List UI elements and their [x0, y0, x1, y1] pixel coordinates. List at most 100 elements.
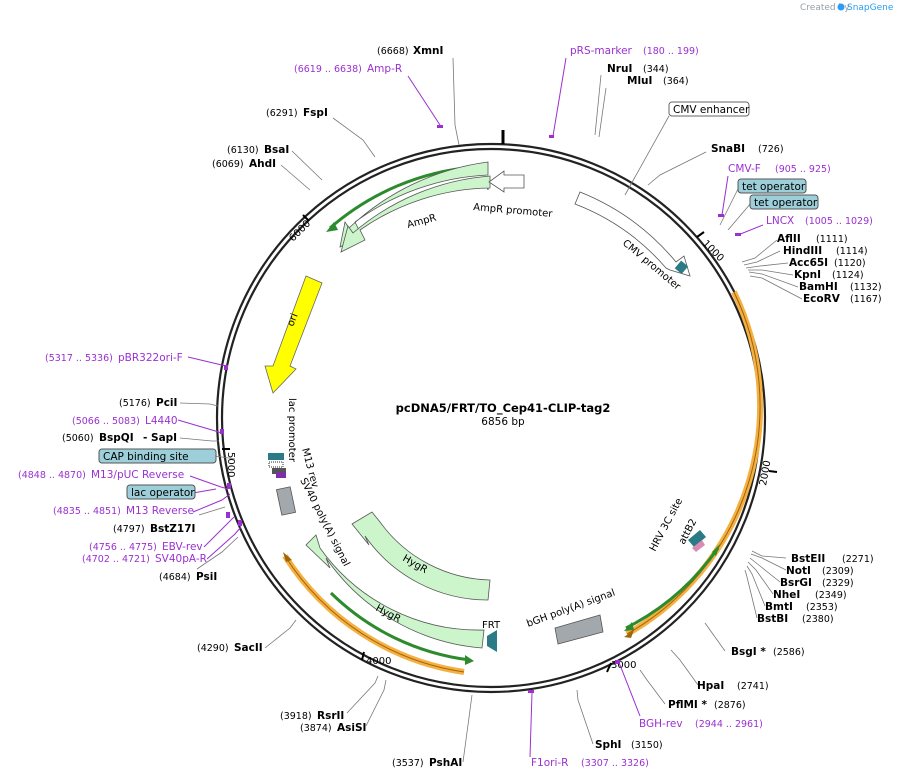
- enzyme-bspqi[interactable]: BspQI: [99, 432, 134, 444]
- enzyme-bsgi[interactable]: BsgI *: [731, 646, 766, 658]
- primer-range-pbr322ori-f: (5317 .. 5336): [45, 353, 113, 364]
- tick-6000: [302, 214, 310, 222]
- enzyme-pos-aflii: (1111): [816, 234, 848, 245]
- enzyme-ecorv[interactable]: EcoRV: [803, 293, 841, 305]
- frt-feature[interactable]: [487, 630, 497, 652]
- enzyme-bamhi[interactable]: BamHI: [799, 281, 838, 293]
- enzyme-asisi[interactable]: AsiSI: [337, 722, 366, 734]
- primer-m13-puc-reverse[interactable]: M13/pUC Reverse: [91, 469, 184, 481]
- enzyme-bsai[interactable]: BsaI: [264, 144, 289, 156]
- enzyme-snabi[interactable]: SnaBI: [711, 143, 745, 155]
- primer-sv40pa-r[interactable]: SV40pA-R: [155, 553, 207, 565]
- tick-label-5000: 5000: [225, 452, 236, 477]
- enzyme-pshai[interactable]: PshAI: [429, 757, 462, 769]
- enzyme-pcii[interactable]: PciI: [156, 397, 177, 409]
- orf-arc-right[interactable]: [625, 290, 764, 637]
- enzyme-acc65i[interactable]: Acc65I: [789, 257, 828, 269]
- enzyme-xmni[interactable]: XmnI: [413, 45, 443, 57]
- enzyme-hpai[interactable]: HpaI: [697, 680, 724, 692]
- primer-range-m13-puc-reverse: (4848 .. 4870): [18, 470, 86, 481]
- primer-pbr322ori-f[interactable]: pBR322ori-F: [118, 352, 183, 364]
- enzyme-bsteii[interactable]: BstEII: [791, 553, 825, 565]
- primer-amp-r[interactable]: Amp-R: [367, 63, 402, 75]
- primer-range-l4440: (5066 .. 5083): [72, 416, 140, 427]
- ampr-feature-body[interactable]: [340, 175, 491, 253]
- created-by-text: Created by: [800, 3, 850, 13]
- enzyme-pos-ecorv: (1167): [850, 294, 882, 305]
- enzyme-pos-psii: (4684): [159, 572, 191, 583]
- primer-ebv-rev[interactable]: EBV-rev: [162, 541, 203, 553]
- tet-operator-box-2[interactable]: [749, 194, 819, 210]
- ampr-label: AmpR: [406, 213, 438, 231]
- cmv-promoter-feature[interactable]: [574, 191, 691, 277]
- ori-label: ori: [286, 312, 301, 328]
- enzyme-ahdi[interactable]: AhdI: [249, 158, 276, 170]
- tet-operator-label-2: tet operator: [754, 197, 818, 209]
- enzyme-bsrgi[interactable]: BsrGI: [780, 577, 812, 589]
- enzyme-pos-asisi: (3874): [300, 723, 332, 734]
- hygr-outer-label: HygR: [374, 603, 403, 625]
- primer-range-bgh-rev: (2944 .. 2961): [695, 719, 763, 730]
- enzyme-pos-fspi: (6291): [266, 108, 298, 119]
- enzyme-sphi[interactable]: SphI: [595, 739, 621, 751]
- primer-f1ori-r[interactable]: F1ori-R: [531, 757, 568, 769]
- hrv3c-label: HRV 3C site: [648, 497, 685, 554]
- cap-binding-site-label: CAP binding site: [103, 451, 189, 463]
- hrv3c-marker: [688, 530, 706, 547]
- snapgene-brand[interactable]: SnapGene: [847, 3, 894, 13]
- green-arc-left[interactable]: [329, 591, 471, 662]
- enzyme-pos-acc65i: (1120): [834, 258, 866, 269]
- sv40-polya-feature[interactable]: [275, 486, 297, 516]
- hygr-feature-inner[interactable]: [351, 511, 491, 601]
- enzyme-hindiii[interactable]: HindIII: [783, 245, 822, 257]
- enzyme-sacii[interactable]: SacII: [234, 642, 263, 654]
- tick-label-2000: 2000: [758, 460, 773, 487]
- enzyme-nhei[interactable]: NheI: [773, 589, 800, 601]
- enzyme-aflii[interactable]: AflII: [777, 233, 801, 245]
- primer-range-sv40pa-r: (4702 .. 4721): [82, 554, 150, 565]
- hygr-feature-outer[interactable]: [305, 534, 485, 649]
- green-arc-right[interactable]: [625, 547, 720, 630]
- enzyme-pos-bspqi: (5060): [62, 433, 94, 444]
- bgh-polya-feature[interactable]: [554, 614, 604, 645]
- cmv-enhancer-box[interactable]: [668, 101, 750, 117]
- primer-l4440[interactable]: L4440: [145, 415, 178, 427]
- primer-range-lncx: (1005 .. 1029): [805, 216, 873, 227]
- primer-lncx[interactable]: LNCX: [766, 215, 794, 227]
- tick-label-4000: 4000: [366, 656, 391, 667]
- enzyme-bmti[interactable]: BmtI: [765, 601, 793, 613]
- enzyme-pos-bsai: (6130): [227, 145, 259, 156]
- lac-operator-box[interactable]: [126, 484, 196, 500]
- enzyme-noti[interactable]: NotI: [786, 565, 811, 577]
- primer-prs-marker[interactable]: pRS-marker: [570, 45, 633, 57]
- cmv-enhancer-label: CMV enhancer: [673, 104, 750, 116]
- enzyme-pos-bsgi: (2586): [773, 647, 805, 658]
- enzyme-psii[interactable]: PsiI: [196, 571, 217, 583]
- enzyme-bstbi[interactable]: BstBI: [757, 613, 788, 625]
- primer-leaders: [177, 57, 764, 758]
- ampr-promoter-feature[interactable]: [488, 170, 525, 193]
- tick-4000: [361, 651, 365, 661]
- tick-3000: [606, 662, 612, 673]
- enzyme-pflmi[interactable]: PflMI *: [668, 699, 707, 711]
- enzyme-pos-kpni: (1124): [832, 270, 864, 281]
- enzyme-fspi[interactable]: FspI: [303, 107, 328, 119]
- ori-feature[interactable]: [264, 275, 323, 394]
- enzyme-kpni[interactable]: KpnI: [794, 269, 821, 281]
- lac-operator-label: lac operator: [131, 487, 195, 499]
- enzyme-rsrii[interactable]: RsrII: [317, 710, 344, 722]
- cap-binding-site-box[interactable]: [98, 448, 217, 464]
- enzyme-mlui[interactable]: MluI: [627, 75, 652, 87]
- primer-bgh-rev[interactable]: BGH-rev: [639, 718, 683, 730]
- lac-promoter-label: lac promoter: [286, 398, 297, 463]
- enzyme-pos-bsrgi: (2329): [822, 578, 854, 589]
- primer-cmv-f[interactable]: CMV-F: [728, 163, 761, 175]
- enzyme-nrui[interactable]: NruI: [607, 63, 632, 75]
- primer-range-ebv-rev: (4756 .. 4775): [89, 542, 157, 553]
- tet-operator-box-1[interactable]: [737, 178, 807, 194]
- enzyme-sapi[interactable]: - SapI: [143, 432, 177, 444]
- primer-m13-reverse[interactable]: M13 Reverse: [126, 505, 194, 517]
- ampr-promoter-label: AmpR promoter: [473, 202, 554, 220]
- enzyme-bstz17i[interactable]: BstZ17I: [150, 523, 195, 535]
